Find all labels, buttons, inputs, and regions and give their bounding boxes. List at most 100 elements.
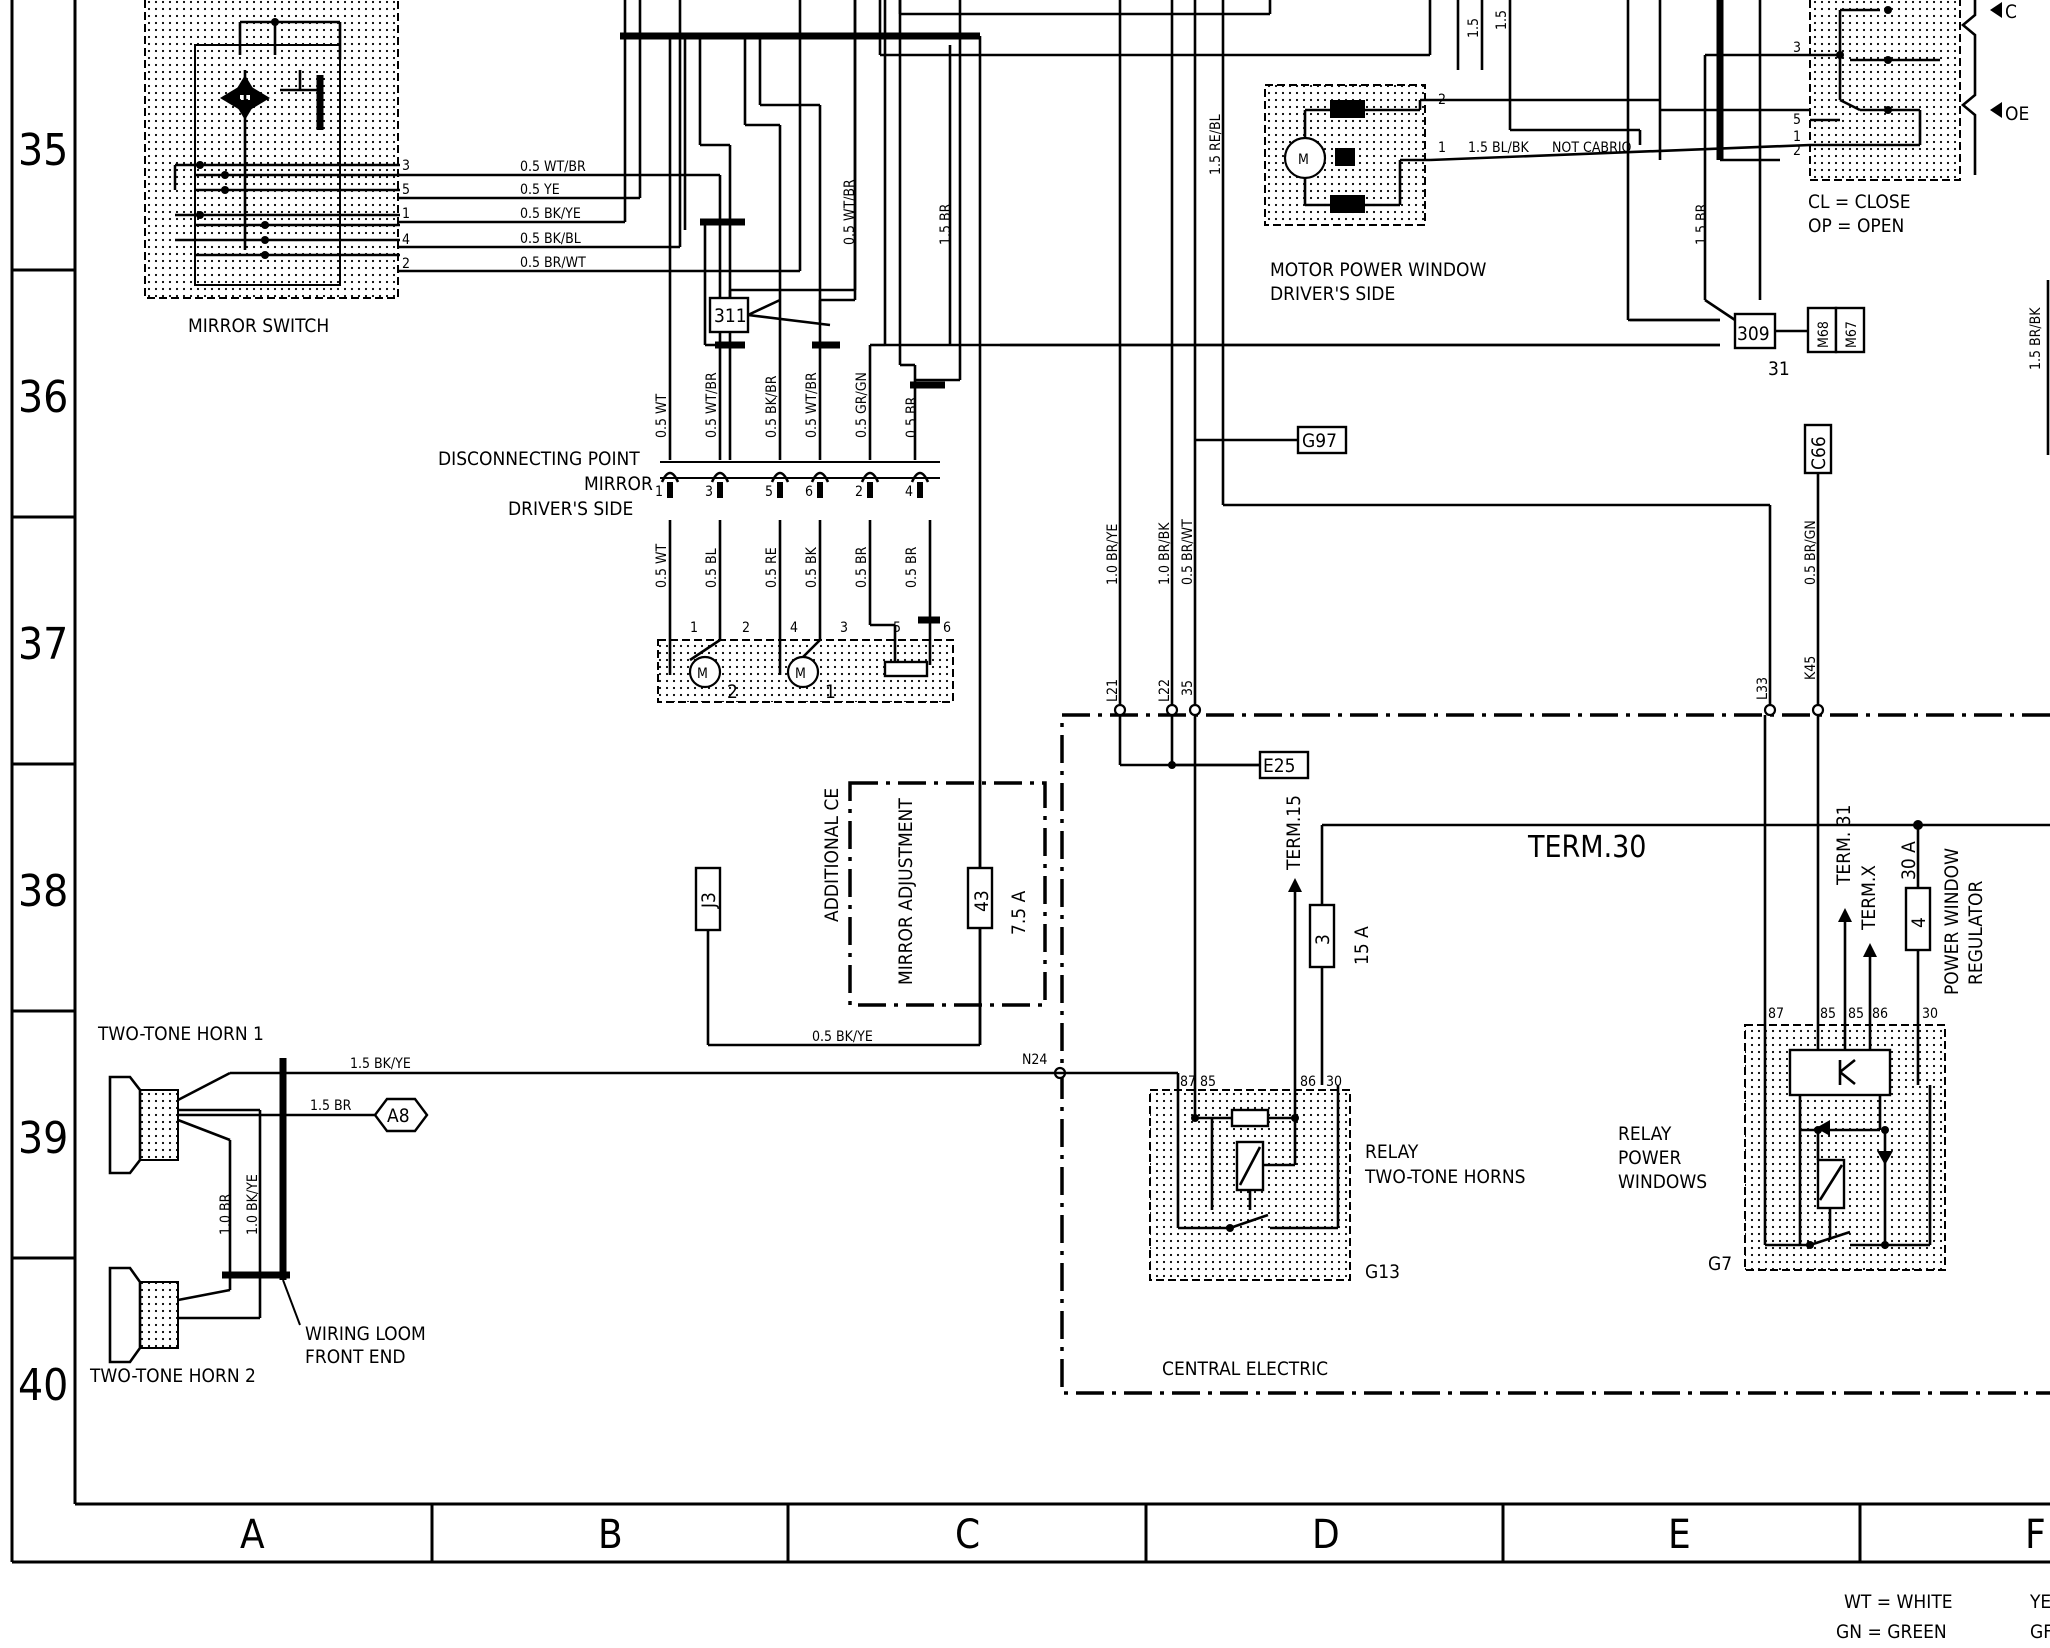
disc-pin-plug — [917, 482, 923, 498]
switch-wire-1: 0.5 WT/BR — [520, 159, 586, 175]
right-wire-br-15: 1.5 BR — [1694, 203, 1710, 245]
row-number-37: 37 — [18, 619, 68, 670]
mirror-motor-num-1: 1 — [825, 681, 836, 703]
pw-regulator-label-1: POWER WINDOW — [1941, 848, 1963, 995]
mirror-motor-num-2: 2 — [727, 681, 738, 703]
ce-pin-l33-label: L33 — [1755, 677, 1771, 700]
disc-pin-number: 1 — [655, 484, 663, 500]
ce-feed-wires — [1118, 0, 1820, 1085]
termx-label: TERM.X — [1858, 865, 1880, 931]
additional-ce-box — [706, 780, 1047, 1047]
relay-pw-pin: 85 — [1848, 1006, 1864, 1022]
connector-309 — [1000, 298, 1866, 354]
disc-pin-plug — [717, 482, 723, 498]
disc-top-wire-label: 0.5 WT/BR — [704, 372, 720, 438]
column-letter-d: D — [1312, 1512, 1340, 1558]
term15-label: TERM.15 — [1283, 795, 1305, 871]
top-bus — [620, 0, 1810, 320]
disc-pin-socket — [860, 471, 880, 483]
mirror-adjustment-label: MIRROR ADJUSTMENT — [895, 798, 917, 985]
ce-pin-l33 — [1763, 703, 1777, 717]
ce-pin-k45-label: K45 — [1803, 656, 1819, 680]
fuse-4-rating: 30 A — [1898, 841, 1920, 880]
switch-pin-4: 4 — [402, 232, 410, 248]
disc-pin-number: 5 — [765, 484, 773, 500]
horn-1-label: TWO-TONE HORN 1 — [97, 1023, 264, 1045]
ce-pin-l21-label: L21 — [1105, 679, 1121, 702]
mirror-motor-pin: 2 — [742, 620, 750, 636]
disc-pin-plug — [817, 482, 823, 498]
mirror-motors: M M — [657, 520, 954, 703]
relay-pw-pin: 86 — [1872, 1006, 1888, 1022]
switch-oe-label: OE — [2005, 103, 2029, 125]
legend-close: CL = CLOSE — [1808, 191, 1911, 213]
fuse-4-id: 4 — [1908, 917, 1930, 928]
two-tone-horn-1 — [108, 1058, 1055, 1285]
ce-pin-35-label: 35 — [1180, 680, 1196, 696]
switch-right-pin-3: 3 — [1793, 40, 1801, 56]
disc-bottom-wire-label: 0.5 RE — [764, 547, 780, 588]
connector-309-pin: 31 — [1768, 358, 1790, 380]
switch-wire-4: 0.5 BK/BL — [520, 231, 581, 247]
two-tone-horn-2 — [108, 1266, 290, 1364]
row-number-35: 35 — [18, 125, 68, 176]
wire-bk-ye-10: 1.0 BK/YE — [245, 1174, 261, 1235]
relay-pw-id: G7 — [1708, 1253, 1732, 1275]
disc-top-wire-label: 0.5 WT/BR — [804, 372, 820, 438]
switch-right-pin-1: 1 — [1793, 129, 1801, 145]
wire-br-wt-05: 0.5 BR/WT — [1180, 519, 1196, 585]
mirror-switch-label: MIRROR SWITCH — [188, 315, 329, 337]
disc-pin-number: 6 — [805, 484, 813, 500]
window-switch — [1809, 0, 2002, 181]
connector-j3-label: J3 — [698, 892, 720, 909]
relay-two-tone-horns — [1149, 1085, 1351, 1281]
row-number-39: 39 — [18, 1113, 68, 1164]
wire-bk-ye-05: 0.5 BK/YE — [812, 1029, 873, 1045]
horn-2-label: TWO-TONE HORN 2 — [89, 1365, 256, 1387]
mirror-switch — [144, 0, 400, 299]
wire-br-15-horn: 1.5 BR — [310, 1098, 352, 1114]
wire-bk-ye-15: 1.5 BK/YE — [350, 1056, 411, 1072]
fuse-3 — [1308, 903, 1336, 1085]
connector-j3 — [694, 866, 722, 932]
vertical-wire-br-15a: 1.5 BR — [938, 203, 954, 245]
row-number-36: 36 — [18, 372, 68, 423]
disconnecting-point-line3: DRIVER'S SIDE — [508, 498, 633, 520]
right-edge-br-bk: 1.5 BR/BK — [2028, 307, 2044, 370]
disc-pin-socket — [710, 471, 730, 483]
relay-pw-pin: 87 — [1768, 1006, 1784, 1022]
relay-pw-label-3: WINDOWS — [1618, 1171, 1707, 1193]
relay-horn-label-2: TWO-TONE HORNS — [1364, 1166, 1525, 1188]
switch-pin-5: 5 — [402, 182, 410, 198]
wiring-loom-label-1: WIRING LOOM — [305, 1323, 426, 1345]
ce-pin-l21 — [1113, 703, 1127, 717]
connector-311-label: 311 — [714, 305, 747, 327]
disconnecting-point-mirror — [660, 461, 940, 479]
relay-horn-label-1: RELAY — [1365, 1141, 1419, 1163]
disc-pin-plug — [777, 482, 783, 498]
disc-pin-number: 4 — [905, 484, 913, 500]
switch-wire-3: 0.5 BK/YE — [520, 206, 581, 222]
connector-m67: M67 — [1844, 321, 1860, 348]
disc-pin-socket — [770, 471, 790, 483]
disc-top-wire-label: 0.5 GR/GN — [854, 372, 870, 438]
switch-cl-fragment: C — [2005, 1, 2017, 23]
relay-pw-label-1: RELAY — [1618, 1123, 1672, 1145]
relay-horn-pin-87: 87 — [1180, 1074, 1196, 1090]
legend-open: OP = OPEN — [1808, 215, 1904, 237]
connector-m68: M68 — [1816, 321, 1832, 348]
top-label-15a: 1.5 — [1466, 18, 1482, 38]
motor-window-label-2: DRIVER'S SIDE — [1270, 283, 1395, 305]
connector-c66-label: C66 — [1808, 436, 1830, 470]
relay-pw-pin: 85 — [1820, 1006, 1836, 1022]
motor-window-wire: 1.5 BL/BK — [1468, 140, 1530, 156]
svg-text:M: M — [697, 666, 708, 682]
wire-br-gn-05: 0.5 BR/GN — [1803, 520, 1819, 585]
legend-yellow-fragment: YE — [2029, 1591, 2050, 1613]
disc-pin-number: 2 — [855, 484, 863, 500]
column-letter-b: B — [598, 1512, 623, 1558]
ce-pin-n24-label: N24 — [1022, 1052, 1047, 1068]
